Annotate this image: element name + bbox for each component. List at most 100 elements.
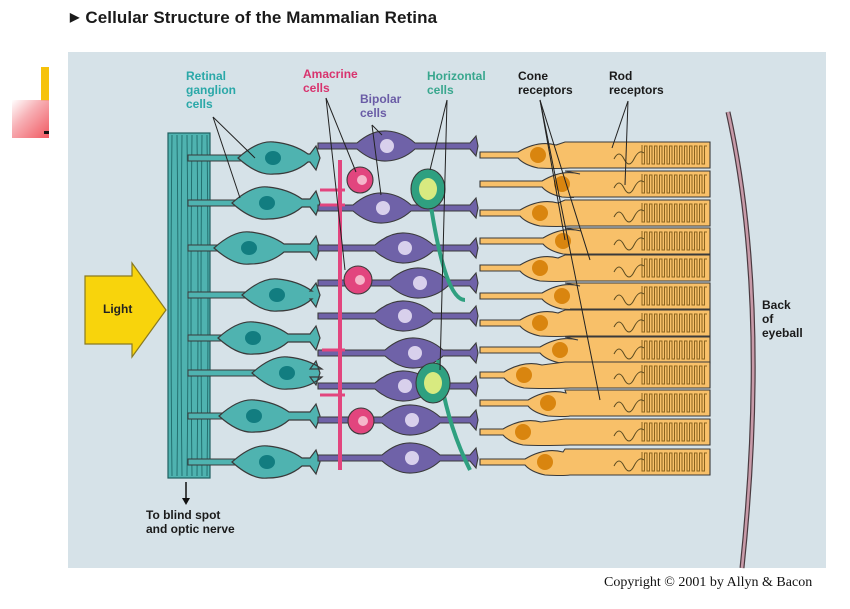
- ganglion-nucleus: [259, 455, 275, 469]
- rod-disc-stack: [641, 393, 707, 413]
- nerve-fiber: [186, 134, 189, 477]
- rod-disc-stack: [641, 174, 707, 194]
- cilium: [613, 209, 645, 223]
- photoreceptor-nucleus: [532, 315, 548, 331]
- photoreceptor-nucleus: [554, 288, 570, 304]
- amacrine-cell-layer: [320, 160, 375, 470]
- bipolar-nucleus: [376, 201, 390, 215]
- cilium: [613, 151, 645, 165]
- photoreceptor-nucleus: [516, 367, 532, 383]
- bipolar-nucleus: [413, 276, 427, 290]
- rod-disc-stack: [641, 258, 707, 278]
- ganglion-cell: [218, 399, 321, 433]
- page-title: ▶ Cellular Structure of the Mammalian Ret…: [70, 8, 437, 28]
- ganglion-nucleus: [245, 331, 261, 345]
- bipolar-nucleus: [405, 451, 419, 465]
- light-arrow-icon: [84, 261, 167, 359]
- label-optic-nerve: To blind spot and optic nerve: [146, 508, 235, 536]
- ganglion-nucleus: [246, 409, 262, 423]
- rod-disc-stack: [641, 422, 707, 442]
- bipolar-cell: [317, 192, 479, 224]
- label-retinal-ganglion-cells: Retinal ganglion cells: [186, 69, 236, 111]
- cilium: [613, 399, 645, 413]
- horizontal-process: [428, 199, 466, 302]
- bipolar-nucleus: [398, 379, 412, 393]
- eyeball-wall: [726, 111, 755, 569]
- bipolar-nucleus: [380, 139, 394, 153]
- bipolar-cell: [317, 267, 479, 299]
- photoreceptor-nucleus: [532, 205, 548, 221]
- rod-disc-stack: [641, 340, 707, 360]
- rod-disc-stack: [641, 145, 707, 165]
- ganglion-nucleus: [269, 288, 285, 302]
- nerve-fiber: [200, 134, 203, 477]
- cilium: [613, 319, 645, 333]
- photoreceptor-nucleus: [532, 260, 548, 276]
- nerve-fiber: [170, 134, 173, 477]
- ganglion-nucleus: [265, 151, 281, 165]
- ganglion-nucleus: [241, 241, 257, 255]
- triangle-right-icon: ▶: [70, 10, 80, 24]
- nerve-fiber: [196, 134, 199, 477]
- photoreceptor-nucleus: [530, 147, 546, 163]
- photoreceptor-nucleus: [552, 342, 568, 358]
- nerve-fiber: [180, 134, 183, 477]
- bipolar-cell: [317, 130, 479, 162]
- title-text: Cellular Structure of the Mammalian Reti…: [85, 8, 438, 27]
- label-cone-receptors: Cone receptors: [518, 69, 573, 97]
- ganglion-nucleus: [259, 196, 275, 210]
- nerve-fiber: [190, 134, 193, 477]
- ganglion-cell-layer: [187, 141, 324, 479]
- rod-disc-stack: [641, 313, 707, 333]
- cilium: [613, 371, 645, 385]
- photoreceptor-nucleus: [515, 424, 531, 440]
- cilium: [613, 292, 645, 306]
- ganglion-cell: [231, 445, 321, 479]
- decorative-red-gradient-square: [12, 100, 49, 138]
- ganglion-cell: [213, 231, 321, 265]
- cilium: [613, 264, 645, 278]
- label-amacrine-cells: Amacrine cells: [303, 67, 358, 95]
- horizontal-nucleus: [424, 372, 442, 394]
- photoreceptor-nucleus: [537, 454, 553, 470]
- cilium: [613, 428, 645, 442]
- cilium: [613, 458, 645, 472]
- rod-disc-stack: [641, 203, 707, 223]
- decorative-yellow-bar: [41, 67, 49, 101]
- decorative-dash: [44, 131, 49, 134]
- label-light: Light: [103, 302, 133, 316]
- bipolar-nucleus: [398, 309, 412, 323]
- bipolar-nucleus: [398, 241, 412, 255]
- optic-nerve-arrow-head: [182, 498, 190, 505]
- label-back-of-eyeball: Back of eyeball: [762, 298, 803, 340]
- photoreceptor-nucleus: [540, 395, 556, 411]
- bipolar-cell: [317, 404, 479, 436]
- copyright-notice: Copyright © 2001 by Allyn & Bacon: [604, 575, 813, 590]
- label-bipolar-cells: Bipolar cells: [360, 92, 402, 120]
- rod-disc-stack: [641, 231, 707, 251]
- rod-disc-stack: [641, 286, 707, 306]
- nerve-fiber: [176, 134, 179, 477]
- ganglion-cell: [217, 321, 321, 355]
- horizontal-cell-layer: [410, 168, 472, 471]
- rod-disc-stack: [641, 452, 707, 472]
- cilium: [613, 180, 645, 194]
- bipolar-nucleus: [405, 413, 419, 427]
- amacrine-nucleus: [358, 416, 368, 426]
- bipolar-cell: [317, 442, 479, 474]
- bipolar-cell: [317, 337, 479, 369]
- bipolar-cell-layer: [317, 130, 479, 474]
- leader-lines: [212, 97, 629, 401]
- photoreceptor-layer: [479, 141, 711, 477]
- ganglion-nucleus: [279, 366, 295, 380]
- rod-disc-stack: [641, 365, 707, 385]
- optic-nerve-bundle: [167, 132, 211, 479]
- amacrine-nucleus: [355, 275, 365, 285]
- label-rod-receptors: Rod receptors: [609, 69, 664, 97]
- ganglion-cell: [231, 186, 321, 220]
- cilium: [613, 346, 645, 360]
- amacrine-branches: [320, 188, 345, 397]
- label-horizontal-cells: Horizontal cells: [427, 69, 486, 97]
- bipolar-nucleus: [408, 346, 422, 360]
